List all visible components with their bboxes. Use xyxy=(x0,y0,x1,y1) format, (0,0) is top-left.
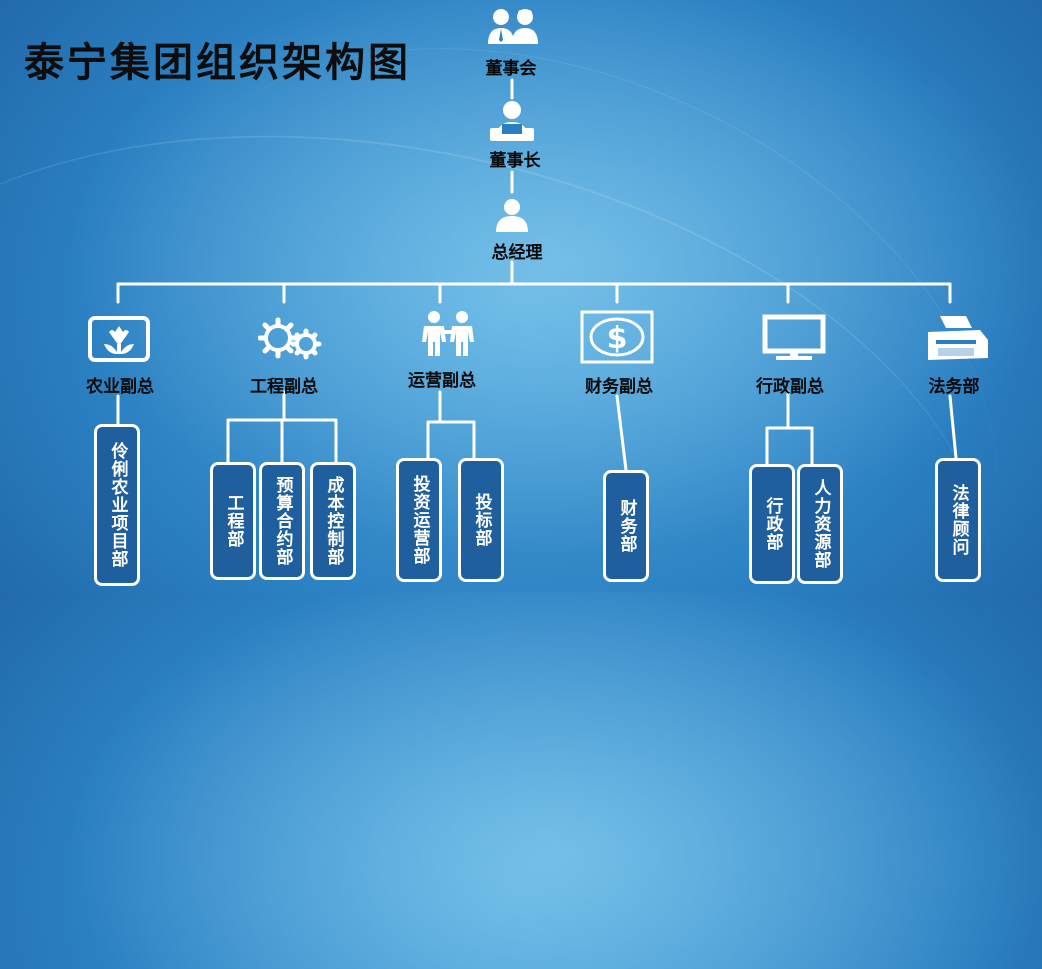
unit-box: 伶俐农业项目部 xyxy=(94,424,140,586)
unit-label: 伶俐农业项目部 xyxy=(107,442,128,568)
node-general-manager: 总经理 xyxy=(491,243,543,263)
dept-label-fin: 财务副总 xyxy=(585,377,653,397)
dept-label-ops: 运营副总 xyxy=(408,371,476,391)
svg-text:$: $ xyxy=(607,321,628,356)
gears-icon xyxy=(258,317,322,360)
node-chairman: 董事长 xyxy=(489,151,541,171)
unit-label: 人力资源部 xyxy=(810,479,831,569)
manager-person-icon xyxy=(496,199,528,232)
unit-label: 法律顾问 xyxy=(948,484,969,556)
flower-icon xyxy=(88,316,150,362)
unit-box: 预算合约部 xyxy=(259,462,305,580)
two-people-icon xyxy=(422,311,474,356)
board-people-icon xyxy=(488,9,538,44)
printer-icon xyxy=(928,316,988,360)
unit-box: 财务部 xyxy=(603,470,649,582)
unit-label: 成本控制部 xyxy=(323,476,344,566)
dept-label-agri: 农业副总 xyxy=(86,377,154,397)
unit-label: 财务部 xyxy=(616,499,637,553)
dept-label-legal: 法务部 xyxy=(928,377,980,397)
unit-box: 成本控制部 xyxy=(310,462,356,580)
unit-label: 工程部 xyxy=(223,494,244,548)
unit-label: 投资运营部 xyxy=(409,475,430,565)
unit-box: 工程部 xyxy=(210,462,256,580)
unit-box: 投标部 xyxy=(458,458,504,582)
unit-label: 行政部 xyxy=(762,497,783,551)
dollar-bill-icon: $ xyxy=(580,310,654,364)
node-board: 董事会 xyxy=(485,59,537,79)
dept-label-eng: 工程副总 xyxy=(250,377,318,397)
dept-label-admin: 行政副总 xyxy=(756,377,824,397)
page-title: 泰宁集团组织架构图 xyxy=(24,39,411,86)
connector-fin xyxy=(615,394,628,472)
unit-box: 行政部 xyxy=(749,464,795,584)
unit-label: 预算合约部 xyxy=(272,476,293,566)
connector-legal xyxy=(948,394,958,460)
connector-lines xyxy=(0,0,1042,592)
unit-box: 人力资源部 xyxy=(797,464,843,584)
monitor-icon xyxy=(762,314,826,360)
unit-box: 投资运营部 xyxy=(396,458,442,582)
unit-box: 法律顾问 xyxy=(935,458,981,582)
unit-label: 投标部 xyxy=(471,493,492,547)
chairman-person-icon xyxy=(490,101,534,141)
